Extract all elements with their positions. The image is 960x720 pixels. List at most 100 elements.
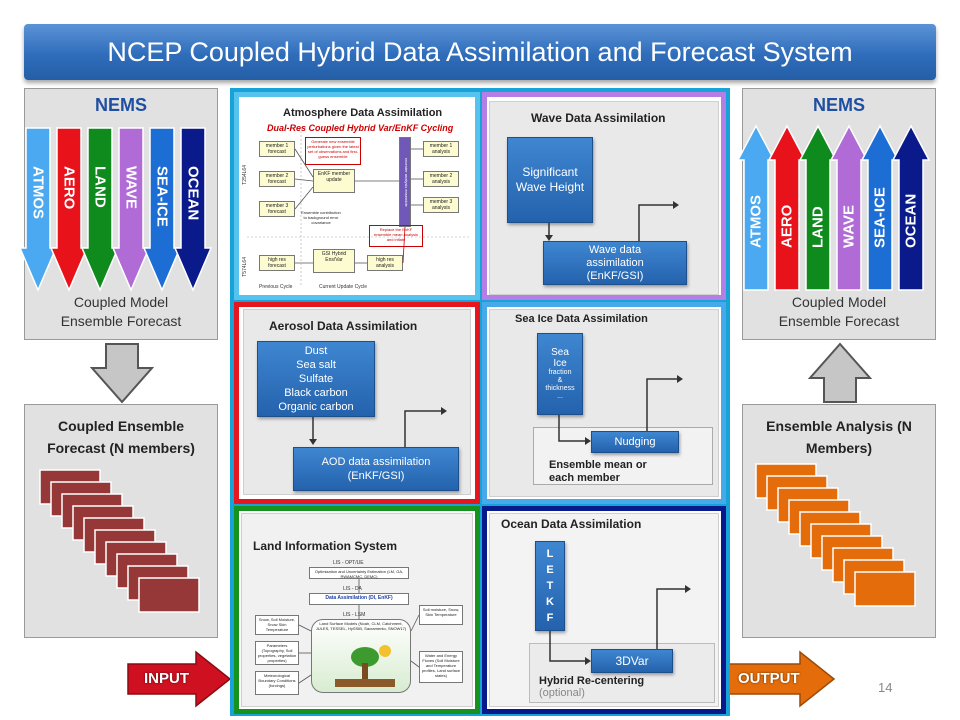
atmosphere-member2-forecast: member 2 forecast	[259, 171, 295, 187]
left-coupled-label: Coupled Model Ensemble Forecast	[25, 293, 217, 331]
seaice-title: Sea Ice Data Assimilation	[515, 313, 648, 325]
ocean-flow-lines	[549, 585, 691, 665]
land-da-box: Data Assimilation (DI, EnKF)	[309, 593, 409, 605]
right-label-atmos: ATMOS	[748, 195, 765, 248]
forecast-panel-title: Coupled Ensemble Forecast (N members)	[31, 415, 211, 459]
right-coupled-line2: Ensemble Forecast	[778, 313, 900, 329]
left-coupled-line2: Ensemble Forecast	[60, 313, 182, 329]
land-out1: Soil moisture, Snow, Skin Temperature	[419, 605, 463, 625]
seaice-box-line5: thickness	[545, 385, 575, 392]
seaice-ensemble-line1: Ensemble mean or	[549, 459, 647, 471]
aerosol-assim-line1: AOD data assimilation	[321, 456, 431, 468]
ocean-letkf-box: L E T K F	[535, 541, 565, 631]
left-arrow-atmos	[18, 127, 58, 292]
seaice-box-line6: ...	[557, 393, 563, 400]
seaice-box-line1: Sea	[551, 347, 569, 358]
land-out2: Water and Energy Fluxes (Soil Moisture a…	[419, 651, 463, 683]
right-label-land: LAND	[810, 206, 827, 248]
input-arrow-icon	[127, 650, 232, 708]
land-opt-box: Optimization and Uncertainty Estimation …	[309, 567, 409, 579]
land-lis-opt: LIS - OPT/UE	[333, 560, 364, 566]
seaice-card: Sea Ice Data Assimilation Sea Ice fracti…	[482, 302, 726, 504]
atmosphere-generate-note: Generate new ensemble perturbations give…	[305, 137, 361, 165]
input-label: INPUT	[144, 670, 189, 687]
left-label-land: LAND	[92, 166, 109, 208]
left-label-atmos: ATMOS	[30, 166, 47, 219]
ocean-recenter-line1: Hybrid Re-centering	[539, 675, 645, 687]
output-label: OUTPUT	[738, 670, 800, 687]
wave-height-text: Significant Wave Height	[515, 165, 585, 194]
wave-assim-line2: assimilation	[586, 256, 644, 269]
right-coupled-line1: Coupled Model	[791, 294, 887, 310]
atmosphere-card: Atmosphere Data Assimilation Dual-Res Co…	[234, 92, 480, 300]
wave-assimilation-box: Wave data assimilation (EnKF/GSI)	[543, 241, 687, 285]
ocean-card: Ocean Data Assimilation L E T K F 3DVar …	[482, 506, 726, 714]
wave-flow-lines	[545, 201, 679, 241]
wave-assim-line3: (EnKF/GSI)	[586, 269, 644, 282]
land-card: Land Information System LIS - OPT/UE Opt…	[234, 506, 480, 714]
right-nems-label: NEMS	[812, 95, 865, 115]
land-flow-lines	[298, 579, 420, 684]
wave-assim-line1: Wave data	[588, 243, 642, 256]
ocean-letkf-3: K	[546, 596, 554, 608]
ocean-title: Ocean Data Assimilation	[501, 517, 642, 531]
left-arrow-aero	[49, 127, 89, 292]
wave-height-box: Significant Wave Height	[507, 137, 593, 223]
ocean-3dvar-box: 3DVar	[591, 649, 673, 673]
seaice-variable-box: Sea Ice fraction & thickness ...	[537, 333, 583, 415]
atmosphere-member1-analysis: member 1 analysis	[423, 141, 459, 157]
left-arrow-sea-ice	[142, 127, 182, 292]
aerosol-species-4: Organic carbon	[278, 401, 354, 413]
left-label-aero: AERO	[61, 166, 78, 210]
seaice-box-line4: &	[557, 377, 563, 384]
atmosphere-member1-forecast: member 1 forecast	[259, 141, 295, 157]
seaice-nudging-box: Nudging	[591, 431, 679, 453]
seaice-box-line3: fraction	[548, 369, 572, 376]
up-arrow-icon	[808, 342, 872, 403]
analysis-member-10	[854, 571, 916, 607]
land-title: Land Information System	[253, 539, 398, 553]
atmosphere-gsi: GSI Hybrid Ens/Var	[313, 249, 355, 273]
right-label-wave: WAVE	[841, 205, 858, 248]
ocean-letkf-2: T	[546, 580, 554, 592]
ocean-letkf-4: F	[546, 612, 554, 624]
aerosol-assimilation-box: AOD data assimilation (EnKF/GSI)	[293, 447, 459, 491]
forecast-member-10	[138, 577, 200, 613]
left-label-wave: WAVE	[123, 166, 140, 209]
atmosphere-title: Atmosphere Data Assimilation	[283, 107, 443, 119]
aerosol-assim-line2: (EnKF/GSI)	[347, 470, 405, 482]
ocean-recenter-line2: (optional)	[539, 687, 585, 699]
land-scene-icon	[335, 645, 395, 687]
ocean-letkf-1: E	[546, 564, 554, 576]
aerosol-species-3: Black carbon	[284, 387, 348, 399]
atmosphere-recenter: recenter analysis ensemble	[399, 137, 411, 227]
aerosol-flow-lines	[309, 407, 447, 447]
analysis-panel-title: Ensemble Analysis (N Members)	[749, 415, 929, 459]
left-arrow-land	[80, 127, 120, 292]
land-lis-da: LIS - DA	[343, 586, 362, 592]
down-arrow-icon	[90, 343, 154, 404]
land-obs3: Meteorological Boundary Conditions (forc…	[255, 671, 299, 695]
atmosphere-current-cycle: Current Update Cycle	[319, 284, 368, 290]
ocean-3dvar-text: 3DVar	[615, 653, 649, 668]
left-arrow-ocean	[173, 127, 213, 292]
right-label-ocean: OCEAN	[903, 194, 920, 248]
land-obs2: Parameters (Topography, Soil properties,…	[255, 641, 299, 665]
wave-card: Wave Data Assimilation Significant Wave …	[482, 92, 726, 300]
right-coupled-label: Coupled Model Ensemble Forecast	[743, 293, 935, 331]
atmosphere-subtitle: Dual-Res Coupled Hybrid Var/EnKF Cycling	[267, 123, 454, 133]
aerosol-species-1: Sea salt	[296, 359, 336, 371]
seaice-ensemble-line2: each member	[549, 472, 620, 484]
left-coupled-line1: Coupled Model	[73, 294, 169, 310]
output-arrow-icon	[727, 650, 836, 708]
aerosol-species-0: Dust	[304, 345, 328, 357]
atmosphere-replace-note: Replace the EnKF ensemble mean analysis …	[369, 225, 423, 247]
land-obs1: Snow, Soil Moisture, Snow Skin Temperatu…	[255, 615, 299, 635]
ocean-recenter-text: Hybrid Re-centering (optional)	[539, 675, 644, 699]
forecast-title-line1: Coupled Ensemble	[57, 418, 185, 434]
forecast-title-line2: Forecast (N members)	[47, 440, 195, 456]
